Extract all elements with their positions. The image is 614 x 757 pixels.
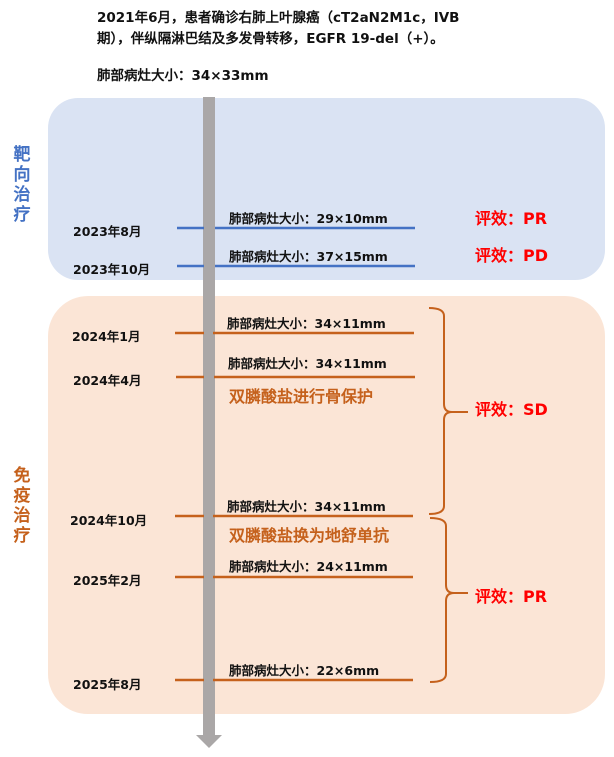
- evaluation-pd: 评效：PD: [475, 246, 549, 265]
- immunotherapy-panel: [48, 296, 605, 714]
- phase-label-targeted: 靶向治疗: [13, 145, 31, 225]
- bracket-sd: [428, 307, 468, 515]
- lesion-size: 肺部病灶大小：34×11mm: [227, 316, 386, 331]
- timeline-axis: [203, 97, 215, 735]
- event-date: 2024年10月: [70, 513, 148, 528]
- treatment-note: 双膦酸盐进行骨保护: [229, 387, 374, 406]
- lesion-size: 肺部病灶大小：37×15mm: [229, 249, 388, 264]
- evaluation-pr: 评效：PR: [475, 587, 548, 606]
- event-date: 2024年4月: [73, 373, 142, 388]
- targeted-therapy-panel: [48, 98, 605, 280]
- timeline-arrowhead: [196, 735, 222, 748]
- bracket-pr: [429, 517, 468, 683]
- event-date: 2024年1月: [72, 329, 141, 344]
- lesion-size: 肺部病灶大小：22×6mm: [229, 663, 380, 678]
- lesion-size: 肺部病灶大小：34×11mm: [227, 499, 386, 514]
- evaluation-sd: 评效：SD: [475, 400, 548, 419]
- diagnosis-line-1: 2021年6月，患者确诊右肺上叶腺癌（cT2aN2M1c，IVB: [97, 10, 460, 26]
- lesion-size: 肺部病灶大小：29×10mm: [229, 211, 388, 226]
- event-date: 2023年10月: [73, 262, 151, 277]
- lesion-size: 肺部病灶大小：24×11mm: [229, 559, 388, 574]
- event-date: 2025年8月: [73, 677, 142, 692]
- diagnosis-line-2: 期），伴纵隔淋巴结及多发骨转移，EGFR 19-del（+）。: [97, 31, 444, 47]
- event-date: 2023年8月: [73, 224, 142, 239]
- diagnosis-text: 2021年6月，患者确诊右肺上叶腺癌（cT2aN2M1c，IVB 期），伴纵隔淋…: [97, 8, 459, 50]
- lesion-size: 肺部病灶大小：34×11mm: [228, 356, 387, 371]
- initial-lesion-size: 肺部病灶大小：34×33mm: [97, 68, 269, 84]
- treatment-note: 双膦酸盐换为地舒单抗: [229, 526, 390, 545]
- evaluation-pr: 评效：PR: [475, 209, 548, 228]
- event-date: 2025年2月: [73, 573, 142, 588]
- phase-label-immuno: 免疫治疗: [13, 466, 31, 546]
